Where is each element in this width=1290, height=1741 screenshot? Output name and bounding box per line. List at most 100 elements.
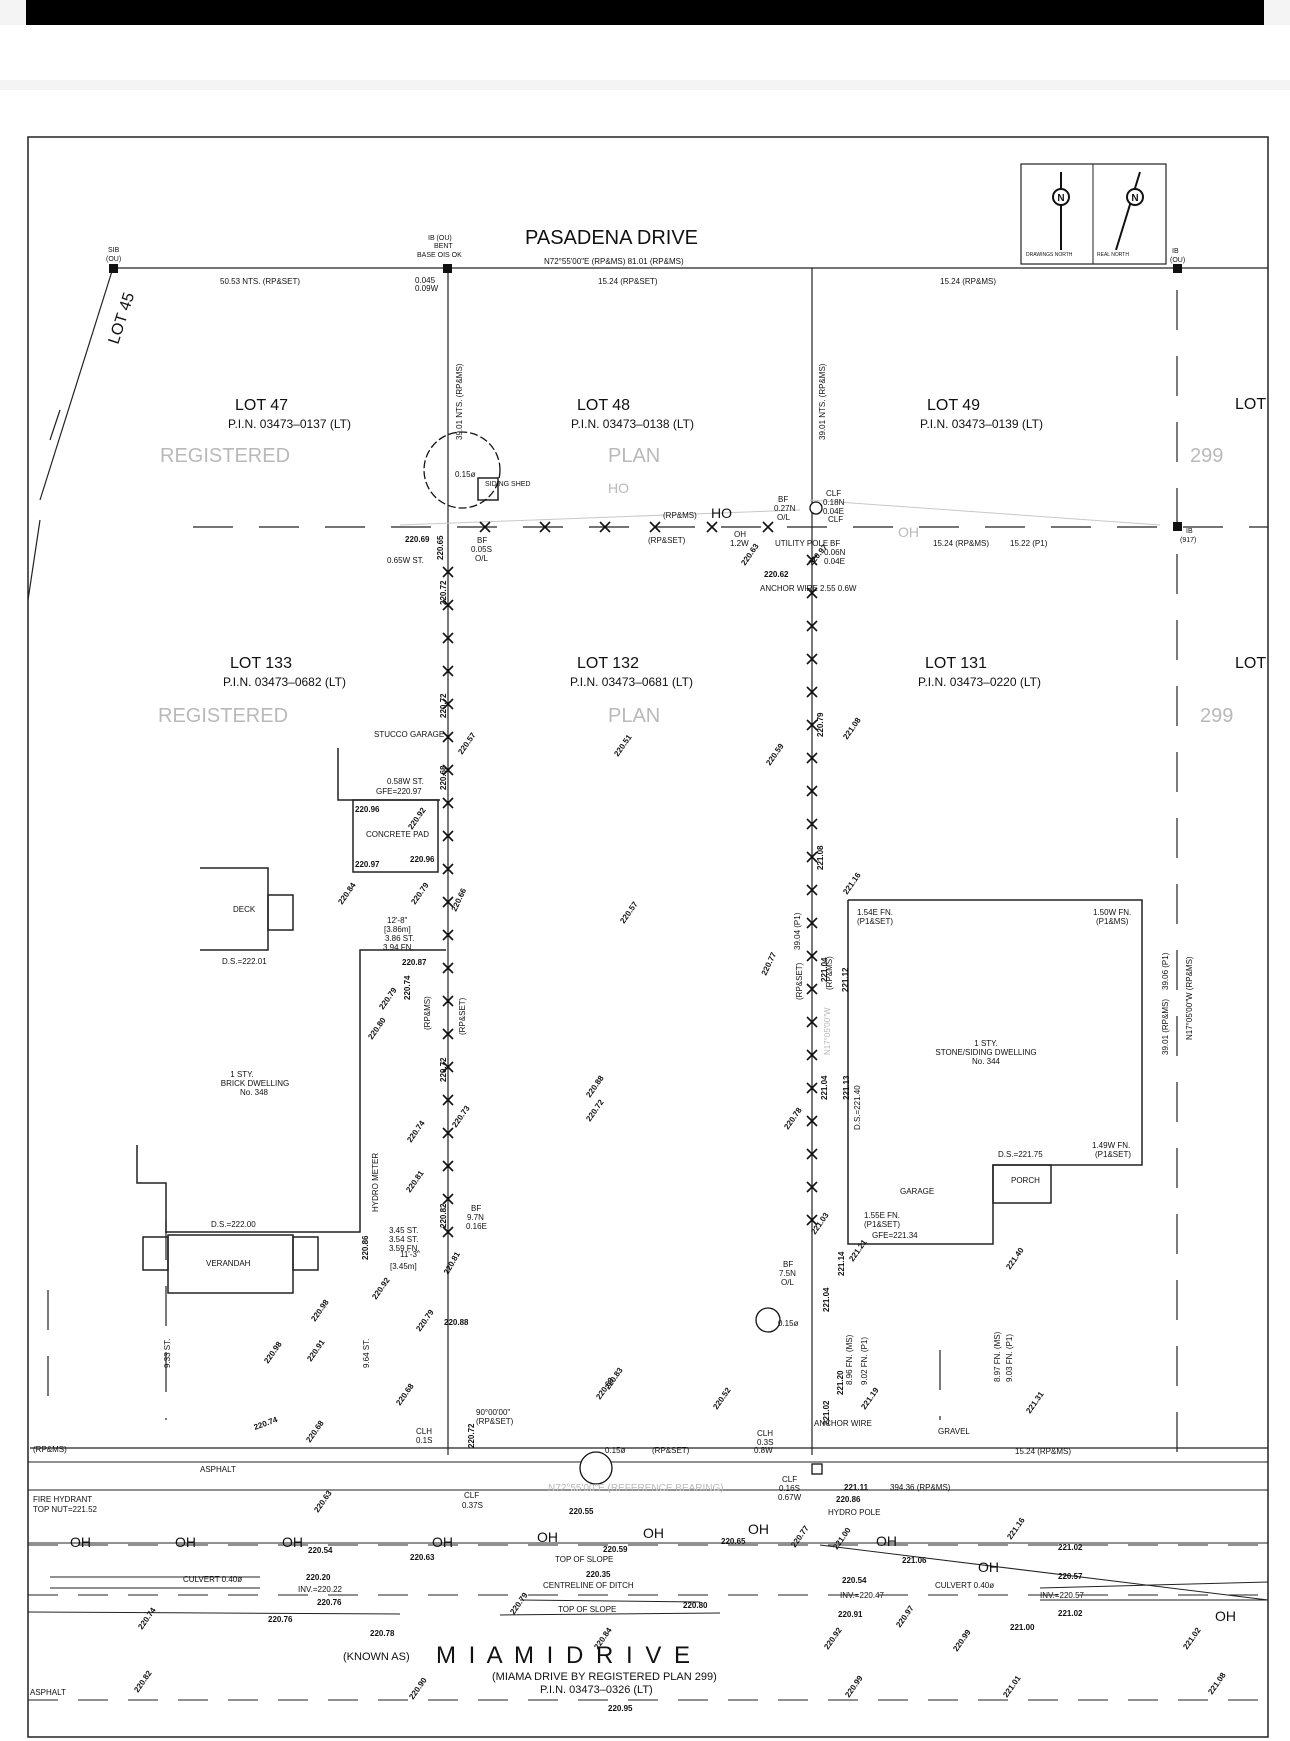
elevation-label: 220.76 — [268, 1615, 293, 1624]
lot-131-pin: P.I.N. 03473–0220 (LT) — [918, 675, 1041, 689]
fence-x-marker — [479, 521, 491, 533]
elevation-label: 220.79 — [414, 1307, 436, 1333]
fence-x-marker — [442, 632, 454, 644]
fence-x-marker — [806, 884, 818, 896]
note-v-rpms-left: (RP&MS) — [423, 996, 432, 1030]
culvert-right: CULVERT 0.40ø — [935, 1581, 994, 1590]
fence-x-marker — [806, 1082, 818, 1094]
fence-x-marker — [806, 719, 818, 731]
stone-dwelling-2: STONE/SIDING DWELLING — [935, 1048, 1036, 1057]
elevation-label: 221.31 — [1024, 1389, 1046, 1415]
survey-sheet — [0, 90, 1290, 1741]
fence-x-marker — [599, 521, 611, 533]
culvert-left: CULVERT 0.40ø — [183, 1575, 242, 1584]
miami-pin: P.I.N. 03473–0326 (LT) — [540, 1684, 653, 1696]
trees — [423, 431, 823, 1485]
elevation-label: 220.51 — [612, 732, 634, 758]
note-fn-150b: (P1&MS) — [1096, 917, 1129, 926]
plan-lower: PLAN — [608, 705, 660, 727]
lot-49-label: LOT 49 — [927, 397, 980, 414]
elevation-label: 220.86 — [836, 1495, 861, 1504]
note-inv-22047: INV.=220.47 — [840, 1591, 885, 1600]
elevation-label: 220.79 — [377, 985, 399, 1011]
dim-top-mid: 15.24 (RP&SET) — [598, 277, 658, 286]
fence-x-marker — [806, 653, 818, 665]
elevation-label: 220.79 — [508, 1590, 530, 1616]
elevation-label: 220.96 — [355, 805, 380, 814]
note-clf-037: CLF — [464, 1491, 479, 1500]
fence-x-marker — [806, 1181, 818, 1193]
note-clf-b: 0.04E — [823, 507, 844, 516]
elevation-label: 220.81 — [442, 1250, 462, 1276]
note-gfe-22097: GFE=220.97 — [376, 787, 422, 796]
elevation-label: 220.95 — [608, 1704, 633, 1713]
note-rp-set-b: (RP&SET) — [652, 1446, 690, 1455]
dim-mid-right-b: 15.22 (P1) — [1010, 539, 1048, 548]
elevation-label: 220.90 — [407, 1675, 429, 1701]
elevation-label: 220.63 — [312, 1488, 334, 1514]
note-clf: CLF — [826, 489, 841, 498]
note-fn-149: 1.49W FN. — [1092, 1141, 1130, 1150]
fence-x-marker — [806, 983, 818, 995]
elevation-label: 221.20 — [836, 1370, 845, 1395]
fence-x-marker — [442, 1160, 454, 1172]
elevation-label: 220.68 — [394, 1381, 416, 1407]
fence-x-marker — [442, 1226, 454, 1238]
elevation-label: 221.16 — [841, 870, 863, 896]
elevation-label: 220.91 — [305, 1337, 327, 1363]
brick-dwelling-2: BRICK DWELLING — [221, 1079, 289, 1088]
oh-label-5: OH — [537, 1529, 558, 1545]
elevation-label: 220.54 — [842, 1576, 867, 1585]
offset-045: 0.045 — [415, 276, 436, 285]
elevation-label: 220.81 — [404, 1168, 426, 1194]
lot-labels: LOT 47 P.I.N. 03473–0137 (LT) LOT 48 P.I… — [106, 290, 1267, 689]
ib-917: IB — [1186, 528, 1193, 535]
elevation-label: 220.68 — [439, 765, 448, 790]
note-st-065: 0.65W ST. — [387, 556, 424, 565]
anchor-wire: ANCHOR WIRE 2.55 0.6W — [760, 584, 857, 593]
note-v-3904: 39.04 (P1) — [793, 912, 802, 950]
brick-dwelling-1: 1 STY. — [230, 1070, 253, 1079]
elevation-label: 221.19 — [859, 1385, 881, 1411]
registered-lower: REGISTERED — [158, 705, 288, 727]
elevation-label: 220.72 — [439, 693, 448, 718]
note-fn-155b: (P1&SET) — [864, 1220, 900, 1229]
note-inv-22057: INV.=220.57 — [1040, 1591, 1085, 1600]
note-m1134: 11'-3" — [400, 1250, 420, 1259]
elevation-label: 220.65 — [721, 1537, 746, 1546]
elevation-label: 221.40 — [1004, 1245, 1026, 1271]
elevation-label: 220.59 — [603, 1545, 628, 1554]
note-ds-22200: D.S.=222.00 — [211, 1220, 256, 1229]
miami-note: (MIAMA DRIVE BY REGISTERED PLAN 299) — [492, 1671, 717, 1683]
drawings-north-label: DRAWINGS NORTH — [1026, 252, 1073, 258]
fence-x-marker — [806, 554, 818, 566]
note-bf-005: BF — [477, 536, 487, 545]
brick-dwelling-3: No. 348 — [240, 1088, 269, 1097]
fence-x-marker — [442, 863, 454, 875]
lot-132-label: LOT 132 — [577, 655, 639, 672]
plan-299-upper: 299 — [1190, 445, 1223, 467]
deck-label: DECK — [233, 905, 256, 914]
note-bf-97b: 9.7N — [467, 1213, 484, 1222]
stucco-garage: STUCCO GARAGE — [374, 730, 444, 739]
oh-label-4: OH — [432, 1534, 453, 1550]
bent-label: BENT — [434, 243, 453, 250]
verandah-label: VERANDAH — [206, 1259, 251, 1268]
lot-47-pin: P.I.N. 03473–0137 (LT) — [228, 417, 351, 431]
elevation-label: 220.82 — [439, 1203, 448, 1228]
elevation-label: 220.80 — [683, 1601, 708, 1610]
dim-v-mid: 39.01 NTS. (RP&MS) — [818, 363, 827, 440]
ref-bearing: N72°55'00"E (REFERENCE BEARING) — [548, 1483, 724, 1494]
dim-far-right-c: N17°05'00"W (RP&MS) — [1185, 956, 1194, 1040]
elevation-label: 220.57 — [1058, 1572, 1083, 1581]
top-of-slope-2: TOP OF SLOPE — [558, 1605, 616, 1614]
note-angle-b: (RP&SET) — [476, 1417, 514, 1426]
elevation-label: 220.96 — [410, 855, 435, 864]
top-white-strip — [0, 25, 1290, 80]
elevation-label: 220.99 — [843, 1673, 865, 1699]
note-fn-155: 1.55E FN. — [864, 1211, 900, 1220]
plan-299-lower: 299 — [1200, 705, 1233, 727]
lot-48-pin: P.I.N. 03473–0138 (LT) — [571, 417, 694, 431]
lot-right-upper: LOT — [1235, 396, 1266, 413]
pasadena-bearing: N72°55'00"E (RP&MS) 81.01 (RP&MS) — [544, 257, 684, 266]
